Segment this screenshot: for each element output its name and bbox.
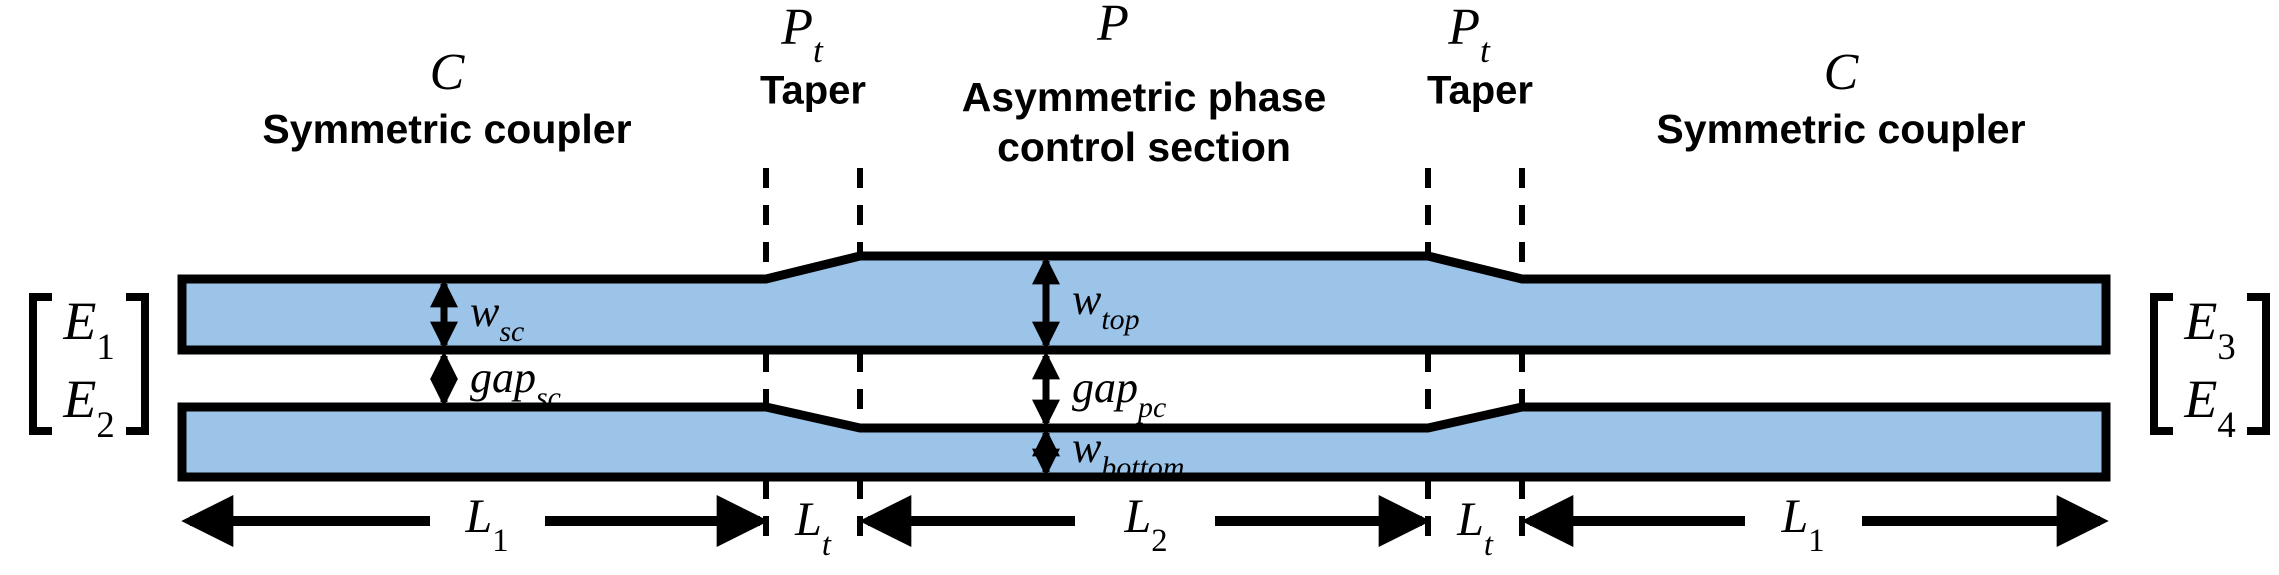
port-label-E2: E2 [62,369,114,444]
section-label-taper-left: Taper [760,69,866,113]
section-label-phase-control-line1: Asymmetric phase [962,74,1327,120]
bottom-waveguide-outline [177,402,2111,482]
dimension-label-gap-sc: gapsc [470,353,561,414]
length-label-Lt-right: Lt [1456,493,1494,563]
label-Pt-left: Pt [780,0,824,70]
label-Pt-right: Pt [1447,0,1491,70]
port-label-E3: E3 [2183,291,2235,366]
length-label-L1-right: L1 [1780,490,1824,559]
length-label-L1-left: L1 [464,490,508,559]
label-C-right: C [1824,44,1860,101]
label-C-left: C [430,44,466,101]
input-bracket-left [29,293,52,435]
bottom-waveguide-shape [182,407,2106,477]
input-bracket-right [126,293,149,435]
section-label-symmetric-coupler-left: Symmetric coupler [262,106,631,152]
dimension-label-w-bottom: wbottom [1072,423,1184,484]
section-label-phase-control-line2: control section [997,124,1291,170]
section-label-taper-right: Taper [1427,69,1533,113]
output-bracket-left [2150,293,2173,435]
dimension-label-w-top: wtop [1072,275,1140,336]
length-label-Lt-left: Lt [794,493,832,563]
port-label-E1: E1 [62,291,114,366]
dimension-label-gap-pc: gappc [1072,363,1166,424]
output-bracket-right [2247,293,2270,435]
length-label-L2: L2 [1123,490,1167,559]
label-P-middle: P [1096,0,1129,52]
port-label-E4: E4 [2183,369,2235,444]
dimension-label-w-sc: wsc [470,287,524,348]
section-label-symmetric-coupler-right: Symmetric coupler [1656,106,2025,152]
